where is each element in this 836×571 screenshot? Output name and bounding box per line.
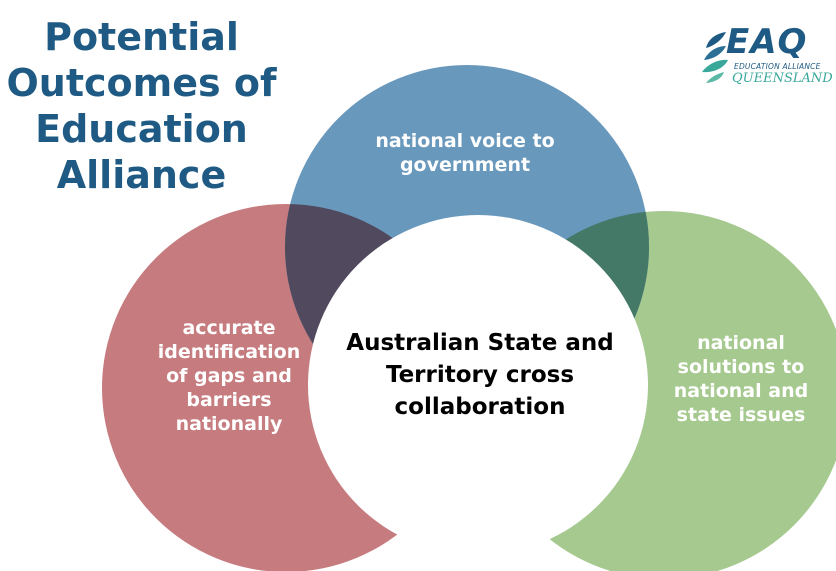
eaq-logo: EAQ EDUCATION ALLIANCE QUEENSLAND <box>696 22 833 94</box>
logo-region: QUEENSLAND <box>732 71 833 86</box>
title-line-4: Alliance <box>56 153 227 197</box>
page-title: Potential Outcomes of Education Alliance <box>0 14 283 198</box>
top-circle-label: national voice to government <box>375 130 555 176</box>
logo-subtitle: EDUCATION ALLIANCE <box>734 62 821 71</box>
leaf-icon <box>702 32 728 83</box>
center-circle <box>308 215 648 555</box>
right-circle-label: national solutions to national and state… <box>673 332 809 426</box>
center-label: Australian State and Territory cross col… <box>346 330 614 420</box>
title-line-1: Potential <box>44 15 239 59</box>
title-line-2: Outcomes of <box>6 61 277 105</box>
logo-word: EAQ <box>726 22 808 62</box>
left-circle-label: accurate identification of gaps and barr… <box>157 317 301 435</box>
title-line-3: Education <box>35 107 248 151</box>
